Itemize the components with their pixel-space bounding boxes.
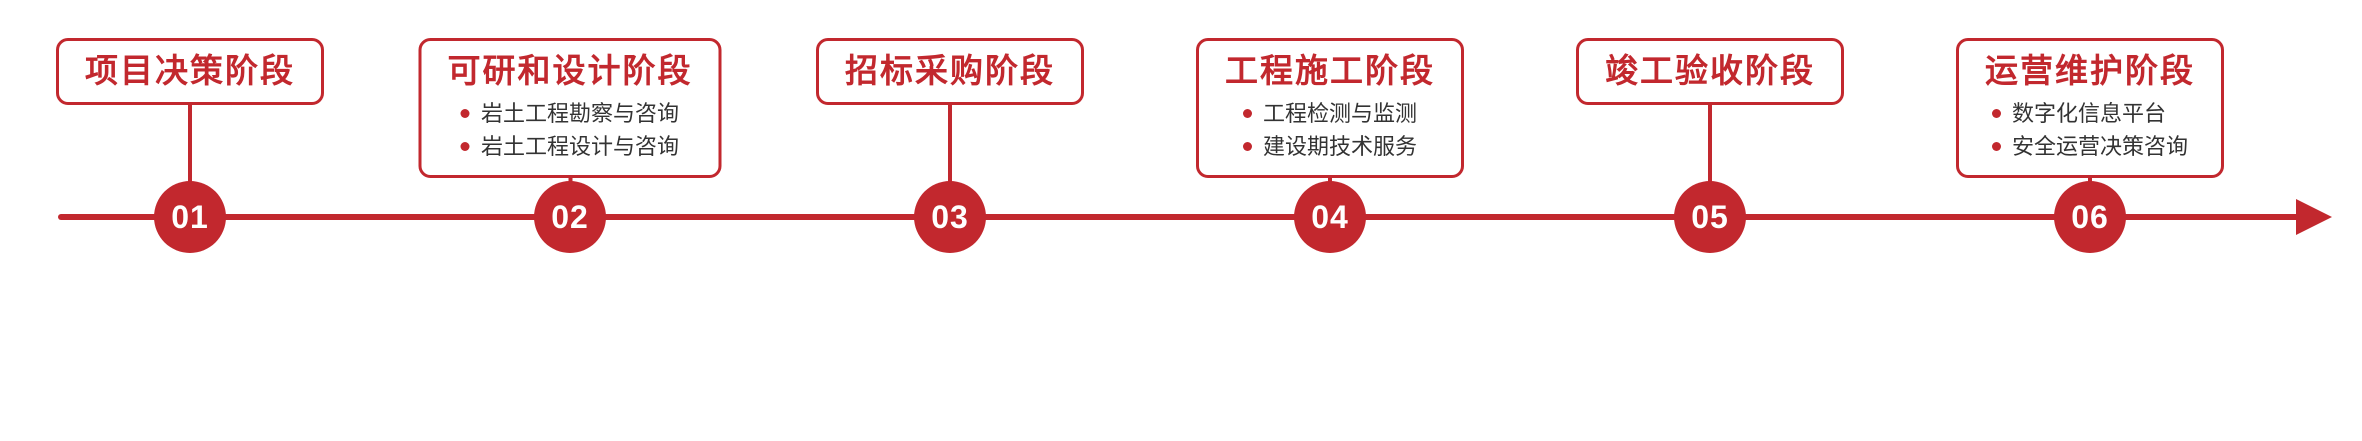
stage-title: 运营维护阶段 xyxy=(1985,52,2195,89)
stage-title: 工程施工阶段 xyxy=(1225,52,1435,89)
stage-item-list: 工程检测与监测 建设期技术服务 xyxy=(1242,97,1417,163)
item-label: 安全运营决策咨询 xyxy=(2011,133,2188,159)
list-item: 建设期技术服务 xyxy=(1242,130,1417,163)
stage-number: 06 xyxy=(2071,198,2109,235)
stage-card-2: 可研和设计阶段 岩土工程勘察与咨询 岩土工程设计与咨询 xyxy=(418,38,722,178)
list-item: 岩土工程设计与咨询 xyxy=(460,130,679,163)
bullet-icon xyxy=(1991,141,2001,151)
item-label: 岩土工程勘察与咨询 xyxy=(480,100,679,126)
item-label: 岩土工程设计与咨询 xyxy=(480,133,679,159)
bullet-icon xyxy=(460,141,470,151)
stage-card-4: 工程施工阶段 工程检测与监测 建设期技术服务 xyxy=(1196,38,1464,178)
bullet-icon xyxy=(1991,108,2001,118)
connector-line xyxy=(188,104,192,217)
list-item: 安全运营决策咨询 xyxy=(1991,130,2188,163)
stage-number-badge-5: 05 xyxy=(1674,181,1746,253)
stage-number-badge-6: 06 xyxy=(2054,181,2126,253)
stage-item-list: 岩土工程勘察与咨询 岩土工程设计与咨询 xyxy=(460,97,679,163)
bullet-icon xyxy=(1242,108,1252,118)
stage-card-3: 招标采购阶段 xyxy=(816,38,1084,105)
item-label: 建设期技术服务 xyxy=(1262,133,1417,159)
stage-number: 01 xyxy=(171,198,209,235)
list-item: 数字化信息平台 xyxy=(1991,97,2188,130)
list-item: 工程检测与监测 xyxy=(1242,97,1417,130)
stage-column-2: 可研和设计阶段 岩土工程勘察与咨询 岩土工程设计与咨询 xyxy=(418,38,722,217)
stage-column-6: 运营维护阶段 数字化信息平台 安全运营决策咨询 xyxy=(1956,38,2224,217)
stage-number: 05 xyxy=(1691,198,1729,235)
stage-column-4: 工程施工阶段 工程检测与监测 建设期技术服务 xyxy=(1196,38,1464,217)
arrow-right-icon xyxy=(2296,199,2332,235)
stage-title: 招标采购阶段 xyxy=(845,52,1055,89)
stage-number-badge-3: 03 xyxy=(914,181,986,253)
stage-item-list: 数字化信息平台 安全运营决策咨询 xyxy=(1991,97,2188,163)
stage-column-3: 招标采购阶段 xyxy=(816,38,1084,217)
connector-line xyxy=(948,104,952,217)
stage-title: 竣工验收阶段 xyxy=(1605,52,1815,89)
stage-number-badge-2: 02 xyxy=(534,181,606,253)
stage-column-5: 竣工验收阶段 xyxy=(1576,38,1844,217)
item-label: 数字化信息平台 xyxy=(2011,100,2166,126)
stage-card-5: 竣工验收阶段 xyxy=(1576,38,1844,105)
stage-column-1: 项目决策阶段 xyxy=(56,38,324,217)
bullet-icon xyxy=(1242,141,1252,151)
stage-number: 03 xyxy=(931,198,969,235)
stage-card-1: 项目决策阶段 xyxy=(56,38,324,105)
stage-title: 项目决策阶段 xyxy=(85,52,295,89)
stage-number: 02 xyxy=(551,198,589,235)
stage-title: 可研和设计阶段 xyxy=(447,52,693,89)
stage-number-badge-1: 01 xyxy=(154,181,226,253)
bullet-icon xyxy=(460,108,470,118)
stage-number: 04 xyxy=(1311,198,1349,235)
item-label: 工程检测与监测 xyxy=(1262,100,1417,126)
list-item: 岩土工程勘察与咨询 xyxy=(460,97,679,130)
timeline-line xyxy=(58,214,2302,220)
stage-card-6: 运营维护阶段 数字化信息平台 安全运营决策咨询 xyxy=(1956,38,2224,178)
connector-line xyxy=(1708,104,1712,217)
stage-number-badge-4: 04 xyxy=(1294,181,1366,253)
